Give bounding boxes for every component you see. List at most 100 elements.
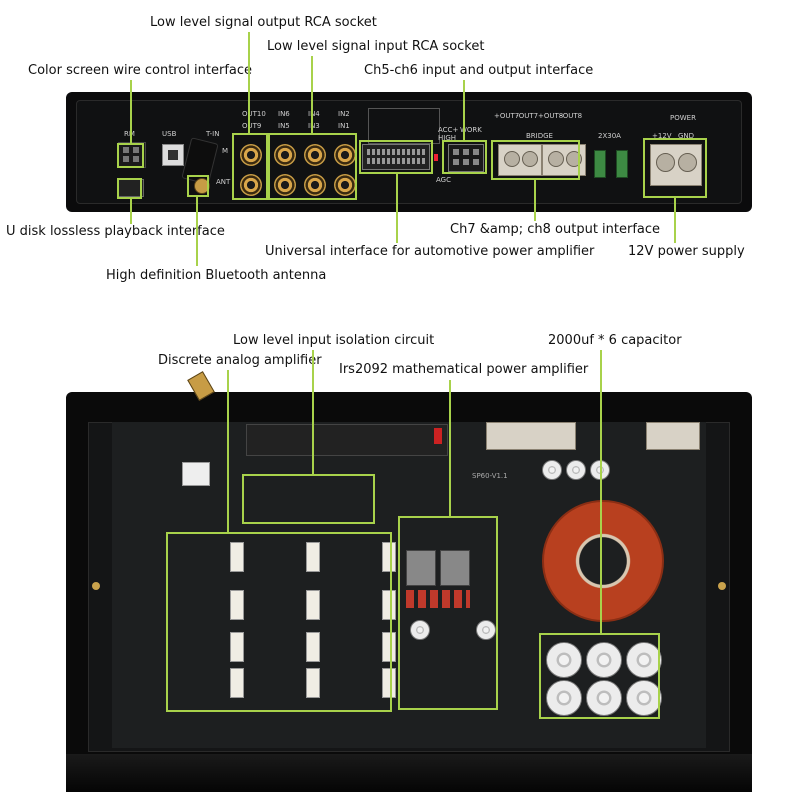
toroid-transformer [542,500,664,622]
silk-plus12v: +12V [652,132,672,140]
amplifier-enclosure: SP60-V1.1 [66,371,752,792]
silk-out7-minus: -OUT7 [516,112,539,120]
ch5-ch6-connector [448,144,484,172]
terminal-ch7 [498,144,542,176]
resistor-2 [230,590,244,620]
fuse-1 [594,150,606,178]
rca-in2 [334,144,356,166]
power-terminals [646,422,700,450]
label-capacitor: 2000uf * 6 capacitor [548,333,682,348]
fuse-2 [616,150,628,178]
usb-b-port [162,144,184,166]
silk-gnd: GND [678,132,695,140]
silk-out8-plus: +OUT8 [538,112,564,120]
silk-power: POWER [670,114,696,122]
box-input-rca [268,133,357,200]
box-ch5-ch6 [442,140,487,174]
input-connectors [246,424,448,456]
antenna-connector [194,178,210,194]
label-ch5-ch6-interface: Ch5-ch6 input and output interface [364,63,594,78]
resistor-6 [306,590,320,620]
silk-bridge: BRIDGE [526,132,553,140]
status-led [434,154,438,161]
leader-isolation [312,350,314,475]
label-bluetooth-antenna: High definition Bluetooth antenna [106,268,327,283]
leader-input-rca [311,56,313,134]
leader-irs2092 [449,380,451,517]
box-discrete-amplifier [166,532,392,712]
silk-out7-plus: +OUT7 [494,112,520,120]
label-discrete-amplifier: Discrete analog amplifier [158,353,322,368]
output-terminals [486,422,576,450]
irs-cap-1 [410,620,430,640]
label-ch7-ch8-interface: Ch7 &amp; ch8 output interface [450,222,661,237]
cap-6 [626,680,662,716]
silk-usb: USB [162,130,177,138]
resistor-12 [382,668,396,698]
resistor-5 [306,542,320,572]
universal-connector [362,144,430,170]
resistor-8 [306,668,320,698]
silk-out9: OUT9 [242,122,262,130]
resistor-1 [230,542,244,572]
silk-out10: OUT10 [242,110,266,118]
silk-rm: RM [124,130,135,138]
leader-capacitor [600,350,602,634]
box-power [643,138,707,198]
leader-output-rca [248,32,250,134]
silk-high: HIGH [438,134,457,142]
rca-in1 [334,174,356,196]
inductor-2 [440,550,470,586]
silk-out8-minus: -OUT8 [560,112,583,120]
box-output-rca [232,133,268,200]
label-low-level-input-rca: Low level signal input RCA socket [267,39,485,54]
box-ch7-ch8 [491,140,580,180]
red-switch [434,428,442,444]
silk-acc: ACC+ [438,126,459,134]
silk-ant: ANT [216,178,231,186]
label-udisk-interface: U disk lossless playback interface [6,224,225,239]
small-cap-1 [542,460,562,480]
cap-3 [626,642,662,678]
leader-power [674,197,676,243]
box-color-screen [117,143,144,168]
small-cap-2 [566,460,586,480]
silk-agc: AGC [436,176,451,184]
leader-discrete [227,370,229,533]
rca-in5 [274,174,296,196]
silk-fuse: 2X30A [598,132,621,140]
resistor-10 [382,590,396,620]
silk-in5: IN5 [278,122,290,130]
box-capacitor [539,633,660,719]
cap-1 [546,642,582,678]
label-isolation-circuit: Low level input isolation circuit [233,333,435,348]
screw-left [92,582,100,590]
resistor-4 [230,668,244,698]
leader-bluetooth [196,196,198,266]
box-bluetooth [187,175,209,197]
leader-universal [396,173,398,243]
bluetooth-module [182,462,210,486]
label-low-level-output-rca: Low level signal output RCA socket [150,15,377,30]
silk-t-in: T-IN [206,130,220,138]
silk-work: WORK [460,126,482,134]
rca-out10 [240,144,262,166]
silk-in3: IN3 [308,122,320,130]
spec-table [368,108,440,144]
label-12v-power: 12V power supply [628,244,745,259]
label-color-screen-interface: Color screen wire control interface [28,63,253,78]
leader-udisk [130,198,132,224]
leader-ch5-ch6 [463,80,465,141]
rca-out9 [240,174,262,196]
cap-5 [586,680,622,716]
bluetooth-antenna [187,371,215,401]
silk-in2: IN2 [338,110,350,118]
rca-in6 [274,144,296,166]
box-irs2092 [398,516,498,710]
box-isolation-circuit [242,474,375,524]
screw-right [718,582,726,590]
red-mosfets [406,590,470,608]
silk-in6: IN6 [278,110,290,118]
irs-cap-2 [476,620,496,640]
silk-in4: IN4 [308,110,320,118]
